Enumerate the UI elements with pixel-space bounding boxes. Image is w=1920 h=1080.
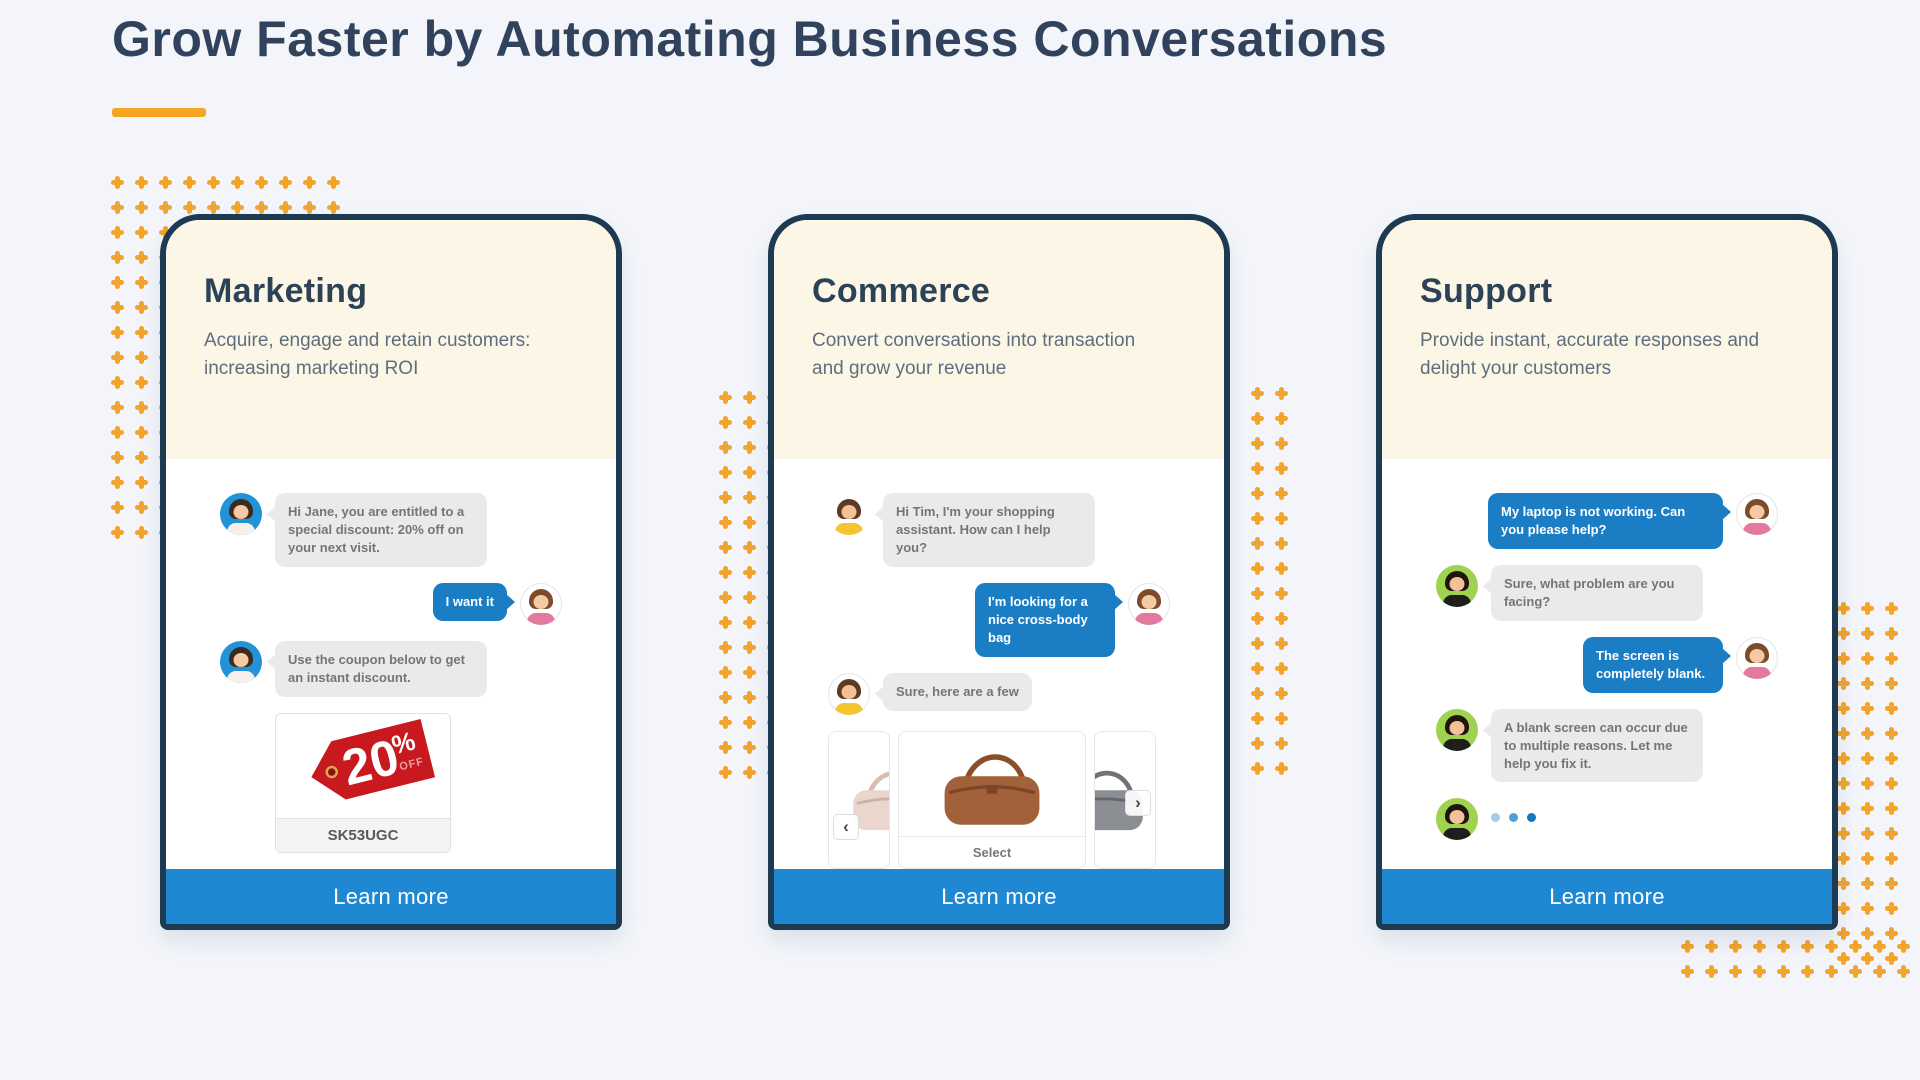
carousel-next-button[interactable]: › — [1125, 789, 1151, 816]
agent-message-bubble: Sure, what problem are you facing? — [1483, 564, 1703, 621]
bot-avatar-icon — [828, 493, 870, 535]
agent-avatar-icon — [1436, 798, 1478, 841]
card-header: Commerce Convert conversations into tran… — [774, 220, 1224, 459]
plus-pattern — [1832, 596, 1904, 971]
card-title: Commerce — [812, 272, 991, 310]
bot-message-bubble: Sure, here are a few — [875, 672, 1032, 711]
bot-message-bubble: Use the coupon below to get an instant d… — [267, 640, 487, 697]
bot-message-bubble: Hi Tim, I'm your shopping assistant. How… — [875, 493, 1095, 567]
title-underline — [112, 108, 206, 117]
learn-more-button[interactable]: Learn more — [774, 869, 1224, 924]
select-button[interactable]: Select — [899, 835, 1085, 868]
customer-avatar-icon — [1736, 636, 1778, 679]
customer-avatar-icon — [1736, 493, 1778, 535]
handbag-brown-icon — [899, 732, 1085, 836]
card-header: Support Provide instant, accurate respon… — [1382, 220, 1832, 459]
bot-message-bubble: Hi Jane, you are entitled to a special d… — [267, 493, 487, 567]
card-description: Acquire, engage and retain customers: in… — [204, 330, 531, 379]
page-title: Grow Faster by Automating Business Conve… — [112, 11, 1388, 67]
discount-tag-icon: 20 % OFF — [276, 714, 450, 818]
chat-row: Use the coupon below to get an instant d… — [220, 640, 562, 697]
chat-row: I'm looking for a nice cross-body bag — [828, 582, 1170, 657]
chat-row: Hi Tim, I'm your shopping assistant. How… — [828, 493, 1170, 567]
svg-text:OFF: OFF — [398, 755, 425, 773]
chat-preview: Hi Jane, you are entitled to a special d… — [166, 459, 616, 869]
chat-row: The screen is completely blank. — [1436, 636, 1778, 693]
chat-row — [1436, 798, 1778, 841]
chat-row: My laptop is not working. Can you please… — [1436, 493, 1778, 549]
customer-avatar-icon — [520, 582, 562, 625]
chat-row: A blank screen can occur due to multiple… — [1436, 708, 1778, 783]
user-message-bubble: The screen is completely blank. — [1583, 636, 1731, 693]
svg-text:20: 20 — [337, 728, 405, 796]
user-message-bubble: I'm looking for a nice cross-body bag — [975, 582, 1123, 657]
customer-avatar-icon — [1128, 582, 1170, 625]
chat-preview: My laptop is not working. Can you please… — [1382, 459, 1832, 869]
quick-reply-button[interactable]: I want it — [432, 582, 516, 621]
card-description: Convert conversations into transaction a… — [812, 330, 1136, 379]
card-marketing: Marketing Acquire, engage and retain cus… — [160, 214, 622, 930]
chat-row: Hi Jane, you are entitled to a special d… — [220, 493, 562, 567]
product-card-prev: ‹ — [828, 730, 890, 869]
bot-avatar-icon — [828, 672, 870, 715]
product-card: Select — [898, 730, 1086, 869]
coupon-code: SK53UGC — [276, 817, 450, 852]
card-title: Marketing — [204, 272, 368, 310]
bot-avatar-icon — [220, 493, 262, 535]
coupon-card: 20 % OFF SK53UGC — [275, 712, 451, 853]
chat-row: Sure, what problem are you facing? — [1436, 564, 1778, 621]
typing-indicator — [1491, 798, 1536, 823]
card-support: Support Provide instant, accurate respon… — [1376, 214, 1838, 930]
learn-more-button[interactable]: Learn more — [1382, 869, 1832, 924]
chat-preview: Hi Tim, I'm your shopping assistant. How… — [774, 459, 1224, 869]
carousel-prev-button[interactable]: ‹ — [833, 813, 859, 840]
agent-avatar-icon — [1436, 708, 1478, 751]
card-header: Marketing Acquire, engage and retain cus… — [166, 220, 616, 459]
learn-more-button[interactable]: Learn more — [166, 869, 616, 924]
agent-avatar-icon — [1436, 564, 1478, 607]
bot-avatar-icon — [220, 640, 262, 683]
card-title: Support — [1420, 272, 1553, 310]
card-description: Provide instant, accurate responses and … — [1420, 330, 1760, 379]
card-commerce: Commerce Convert conversations into tran… — [768, 214, 1230, 930]
user-message-bubble: My laptop is not working. Can you please… — [1488, 493, 1731, 549]
agent-message-bubble: A blank screen can occur due to multiple… — [1483, 708, 1703, 783]
product-carousel: ‹ Select › — [828, 730, 1170, 869]
plus-pattern — [1246, 381, 1294, 781]
plus-pattern — [1676, 934, 1916, 984]
product-card-next: › — [1094, 730, 1156, 869]
chat-row: I want it — [220, 582, 562, 625]
handbag-pink-icon — [853, 771, 889, 830]
chat-row: Sure, here are a few — [828, 672, 1170, 715]
